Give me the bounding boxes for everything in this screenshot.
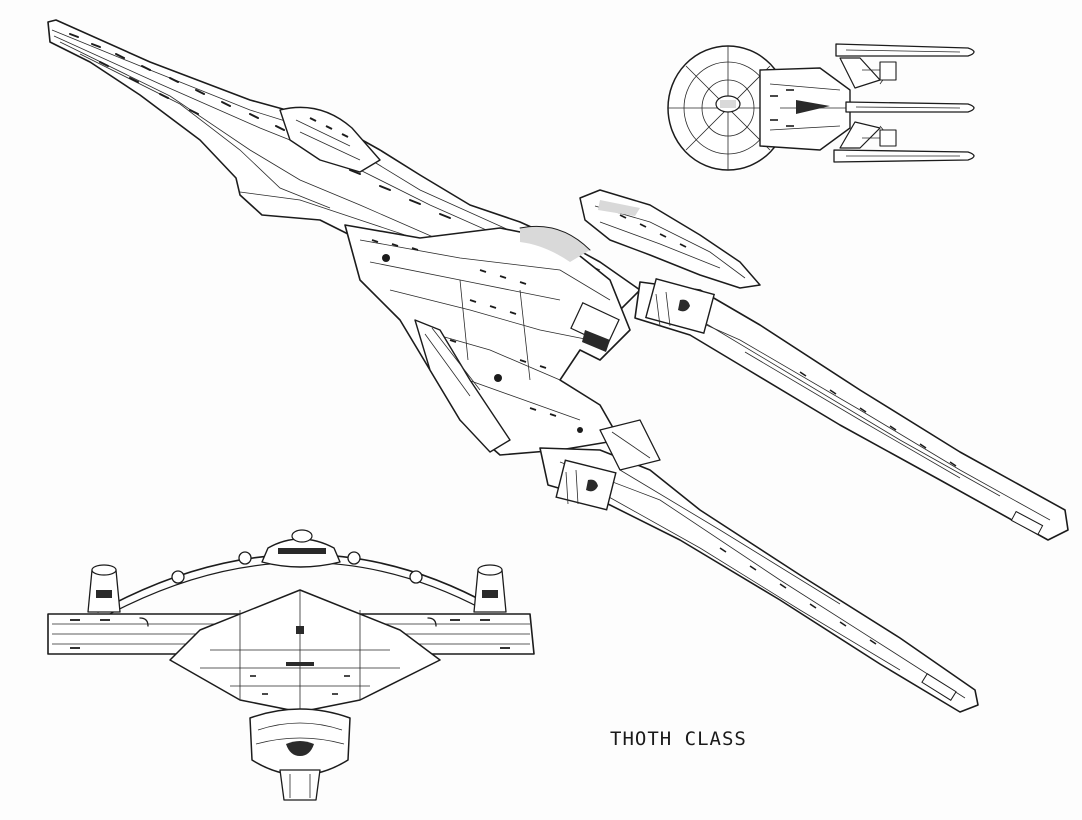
front-view-nacelles	[87, 564, 507, 613]
engineering-hull	[344, 224, 631, 456]
dorsal-plan-view	[667, 43, 975, 171]
main-perspective-view	[47, 19, 1069, 713]
upper-warp-nacelle	[634, 278, 1069, 541]
forward-sensor-pod	[579, 189, 761, 289]
lower-warp-nacelle	[539, 419, 979, 713]
frontal-elevation-view	[47, 529, 535, 801]
ship-class-caption: THOTH CLASS	[610, 728, 747, 750]
